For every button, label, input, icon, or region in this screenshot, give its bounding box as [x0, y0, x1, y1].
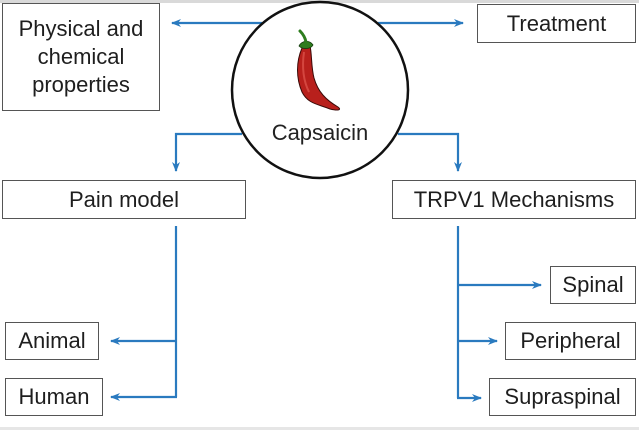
node-physical-line-1: Physical and	[18, 16, 144, 41]
node-spinal: Spinal	[550, 266, 636, 304]
node-pain-model: Pain model	[2, 180, 246, 219]
arrow-to-trpv1	[398, 132, 462, 172]
node-animal: Animal	[5, 322, 99, 360]
node-trpv1-mechanisms: TRPV1 Mechanisms	[392, 180, 636, 219]
capsaicin-label: Capsaicin	[271, 120, 369, 145]
chili-pepper-icon	[297, 29, 341, 111]
node-treatment: Treatment	[477, 4, 636, 43]
node-human: Human	[5, 378, 103, 416]
bottom-border-band	[0, 427, 639, 430]
arrow-to-pain-model	[172, 132, 242, 172]
node-peripheral: Peripheral	[505, 322, 636, 360]
node-supraspinal: Supraspinal	[489, 378, 636, 416]
node-physical-line-2: chemical	[37, 44, 125, 69]
node-physical-chemical-properties: Physical and chemical properties	[2, 3, 160, 111]
capsaicin-circle	[230, 0, 410, 180]
node-physical-line-3: properties	[32, 72, 130, 97]
